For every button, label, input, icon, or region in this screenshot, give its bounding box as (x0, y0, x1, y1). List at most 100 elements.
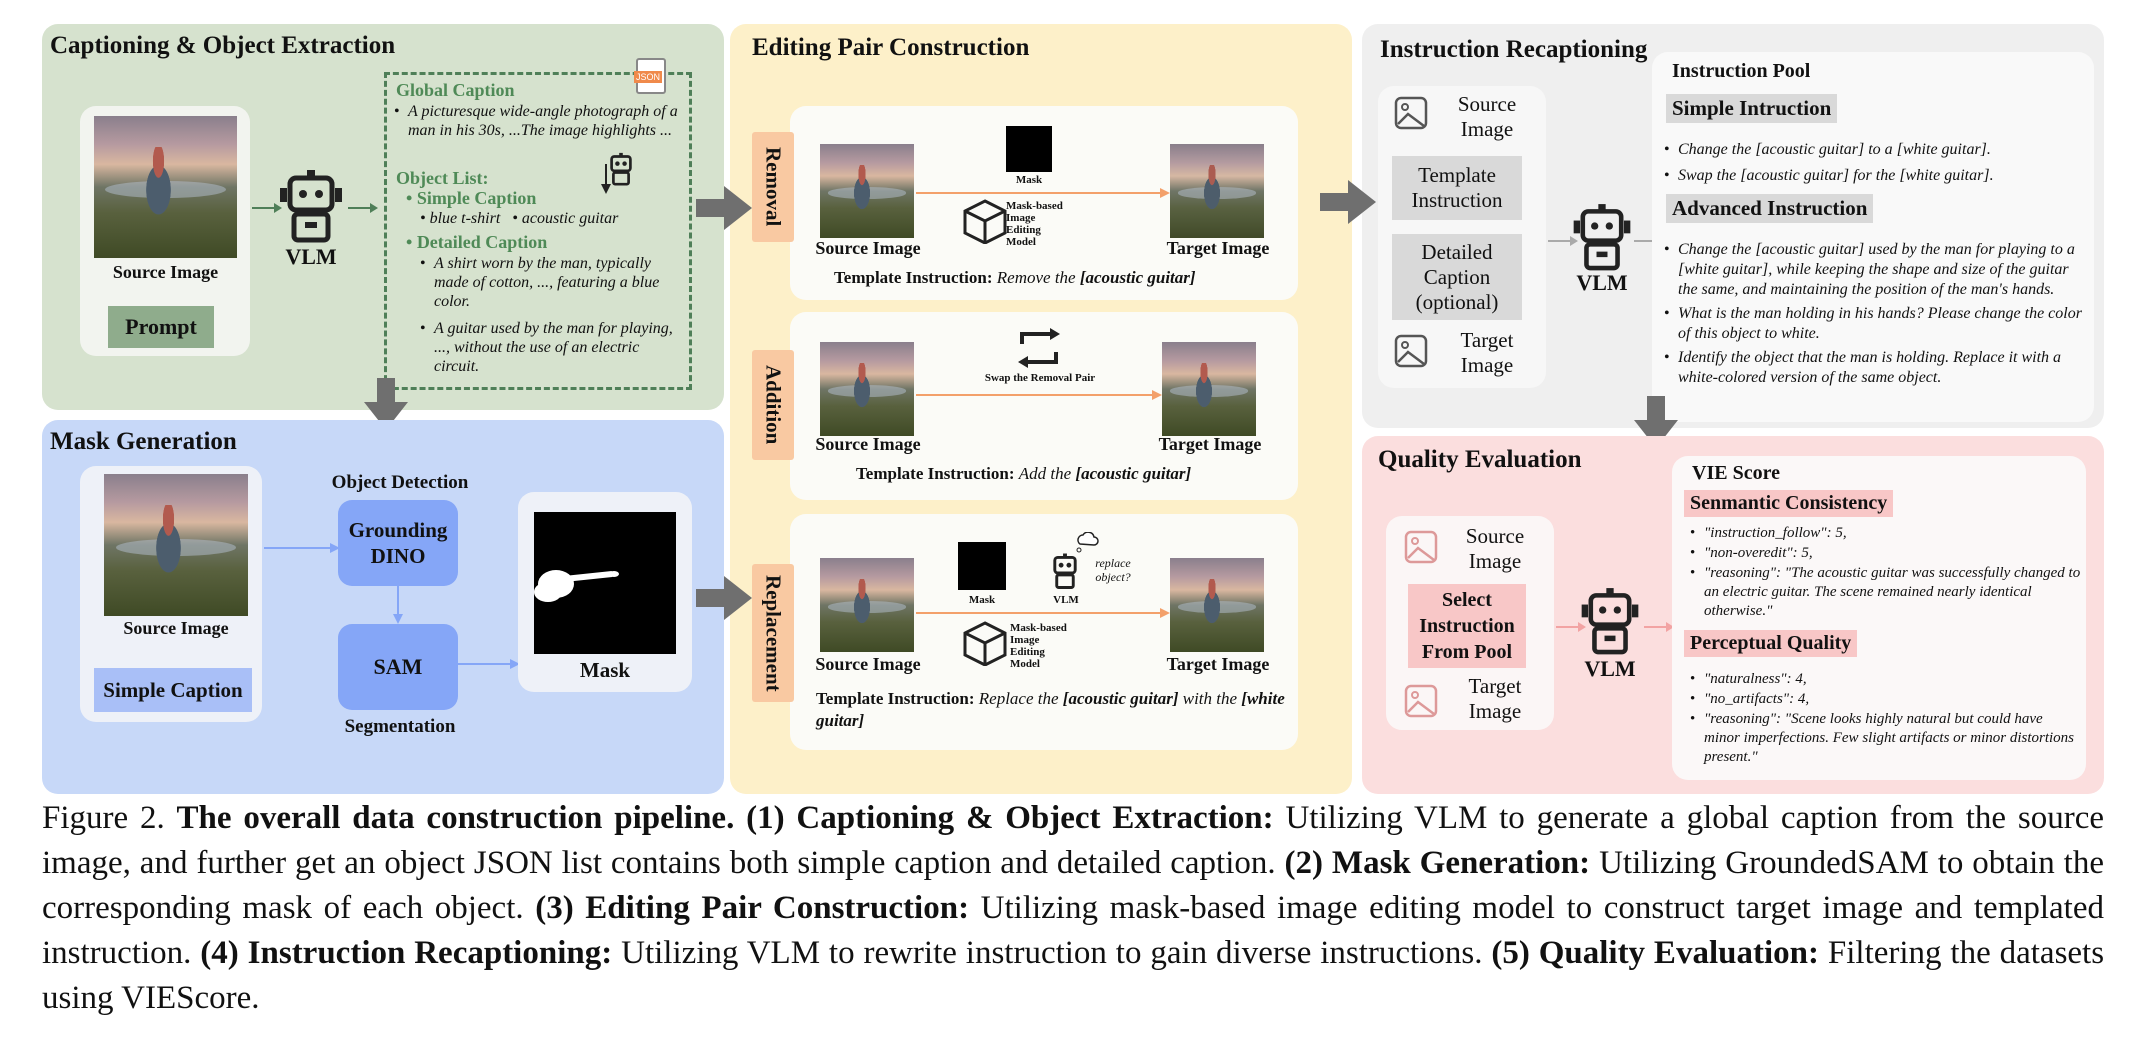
recap-vlm-label: VLM (1576, 270, 1628, 295)
thought-cloud-icon (1076, 532, 1099, 553)
detailed-caption-title: • Detailed Caption (406, 232, 548, 252)
caption-title: The overall data construction pipeline. (176, 800, 735, 836)
removal-model-cube-icon (963, 199, 1007, 244)
removal-mask-thumb (1006, 126, 1052, 172)
vie-score-title: VIE Score (1692, 462, 1780, 484)
guitar-mask-shape (534, 570, 619, 602)
arrow-p2-to-p3 (696, 576, 752, 620)
small-robot-icon (610, 152, 632, 186)
replacement-mask-label: Mask (968, 594, 996, 606)
quality-target-label: Target Image (1468, 674, 1522, 723)
removal-instruction: Template Instruction: Remove the [acoust… (834, 268, 1196, 287)
addition-tab: Addition (752, 350, 794, 460)
arrow-source-to-dino (264, 543, 340, 553)
removal-arrow (916, 188, 1170, 198)
arrow-vlm-to-vie (1644, 622, 1674, 632)
replacement-instruction: Template Instruction: Replace the [acous… (816, 689, 1285, 730)
replacement-model-label: Mask-based Image Editing Model (1010, 622, 1067, 670)
quality-vlm-label: VLM (1584, 656, 1636, 681)
simple-instruction-item: Swap the [acoustic guitar] for the [whit… (1664, 166, 2084, 185)
recaptioning-panel-title: Instruction Recaptioning (1380, 36, 1648, 63)
sc-item: "non-overedit": 5, (1690, 544, 2082, 563)
prompt-box: Prompt (108, 306, 214, 348)
object-detection-label: Object Detection (331, 472, 469, 493)
mask-image (534, 512, 676, 654)
quality-vlm-robot-icon (1581, 588, 1639, 655)
figure-number: Figure 2. (42, 800, 165, 836)
sc-item: "instruction_follow": 5, (1690, 524, 2082, 543)
arrow-p1-to-p3 (696, 186, 752, 230)
simple-instruction-item: Change the [acoustic guitar] to a [white… (1664, 140, 2084, 159)
replacement-vlm-label: VLM (1053, 594, 1079, 606)
advanced-instruction-item: What is the man holding in his hands? Pl… (1664, 304, 2088, 344)
perceptual-quality-list: "naturalness": 4, "no_artifacts": 4, "re… (1690, 670, 2082, 771)
global-caption-list: A picturesque wide-angle photograph of a… (394, 102, 684, 144)
replacement-tab: Replacement (752, 564, 794, 702)
source-image-label: Source Image (112, 262, 219, 282)
replacement-source-photo (820, 558, 914, 652)
arrow-dino-to-sam (393, 586, 403, 624)
arrow-to-vlm (252, 203, 282, 213)
detailed-items: A shirt worn by the man, typically made … (420, 254, 682, 380)
recap-target-label: Target Image (1460, 328, 1514, 377)
pq-item: "reasoning": "Scene looks highly natural… (1690, 710, 2082, 767)
json-file-icon: JSON (634, 58, 666, 94)
quality-source-label: Source Image (1465, 524, 1525, 573)
advanced-instruction-item: Change the [acoustic guitar] used by the… (1664, 240, 2088, 300)
json-output-box (384, 72, 692, 390)
advanced-instruction-item: Identify the object that the man is hold… (1664, 348, 2088, 388)
prompt-label: Prompt (125, 314, 197, 339)
quality-panel-title: Quality Evaluation (1378, 446, 1582, 473)
replacement-target-photo (1170, 558, 1264, 652)
addition-target-label: Target Image (1158, 434, 1262, 454)
addition-source-photo (820, 342, 914, 436)
segmentation-label: Segmentation (344, 716, 456, 737)
arrow-down-to-mask (364, 378, 408, 430)
removal-source-photo (820, 144, 914, 238)
semantic-consistency-list: "instruction_follow": 5, "non-overedit":… (1690, 524, 2082, 625)
global-caption-title: Global Caption (396, 80, 515, 100)
quality-target-icon (1404, 684, 1438, 718)
mask-source-label: Source Image (123, 618, 229, 638)
object-list-title: Object List: (396, 168, 489, 188)
replacement-target-label: Target Image (1166, 654, 1270, 674)
source-image-icon (1394, 96, 1428, 130)
advanced-instruction-tag: Advanced Instruction (1666, 194, 1874, 223)
pq-item: "no_artifacts": 4, (1690, 690, 2082, 709)
quality-source-icon (1404, 530, 1438, 564)
arrow-p3-to-p4 (1320, 180, 1376, 224)
swap-label: Swap the Removal Pair (984, 372, 1096, 384)
replacement-arrow (916, 608, 1170, 618)
pq-item: "naturalness": 4, (1690, 670, 2082, 689)
recap-vlm-robot-icon (1573, 204, 1631, 271)
simple-instruction-tag: Simple Intruction (1666, 94, 1838, 123)
removal-mask-label: Mask (1015, 174, 1043, 186)
recap-source-label: Source Image (1457, 92, 1517, 141)
template-instruction-box: Template Instruction (1392, 156, 1522, 220)
simple-caption-title: • Simple Caption (406, 188, 537, 208)
removal-tab: Removal (752, 132, 794, 242)
thought-text: replace object? (1095, 556, 1131, 584)
replacement-source-label: Source Image (815, 654, 921, 674)
figure-caption: Figure 2. The overall data construction … (42, 800, 2105, 1016)
swap-icon (1018, 328, 1060, 368)
removal-model-label: Mask-based Image Editing Model (1006, 200, 1063, 248)
advanced-instruction-list: Change the [acoustic guitar] used by the… (1664, 240, 2088, 392)
removal-source-label: Source Image (815, 238, 921, 258)
arrow-to-json (348, 203, 378, 213)
instruction-pool-title: Instruction Pool (1672, 60, 1811, 82)
replacement-model-cube-icon (963, 621, 1007, 666)
perceptual-quality-tag: Perceptual Quality (1684, 630, 1858, 657)
semantic-consistency-tag: Senmantic Consistency (1684, 490, 1894, 517)
captioning-panel-title: Captioning & Object Extraction (50, 32, 396, 59)
global-caption-text: A picturesque wide-angle photograph of a… (394, 102, 684, 140)
vlm-robot-icon (280, 170, 342, 243)
simple-items: • blue t-shirt • acoustic guitar (420, 210, 619, 227)
mask-panel-title: Mask Generation (50, 428, 237, 455)
simple-caption-box: Simple Caption (94, 668, 252, 712)
removal-target-photo (1170, 144, 1264, 238)
select-instruction-box: Select Instruction From Pool (1408, 584, 1526, 668)
detailed-item: A shirt worn by the man, typically made … (420, 254, 682, 311)
addition-instruction: Template Instruction: Add the [acoustic … (856, 464, 1192, 483)
arrow-inputs-to-vlm (1548, 236, 1578, 246)
